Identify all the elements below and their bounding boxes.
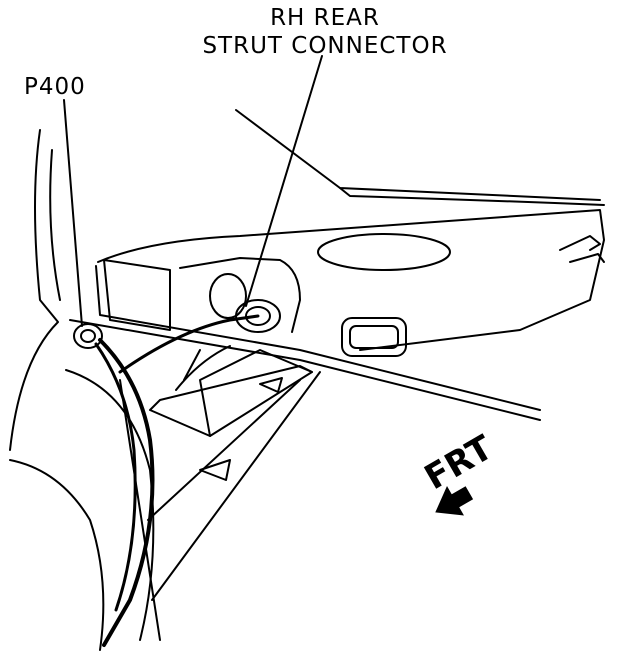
strut-mount-left <box>210 274 246 318</box>
deck-panel <box>98 210 604 350</box>
leader-line-p400 <box>64 100 82 326</box>
body-upper-panel <box>236 110 600 200</box>
strut-connector-callout: RH REAR STRUT CONNECTOR <box>180 4 470 60</box>
deck-lower-edge <box>70 320 540 420</box>
trim-flange <box>120 372 320 640</box>
oval-opening <box>318 234 450 270</box>
wheel-arch <box>66 370 153 640</box>
strut-connector-label-line2: STRUT CONNECTOR <box>202 33 448 59</box>
strut-tower <box>104 260 170 330</box>
lower-trim-panel <box>150 366 312 436</box>
leader-line-strut <box>246 56 322 306</box>
p400-label: P400 <box>24 74 86 100</box>
right-bracket <box>560 236 604 262</box>
front-arrow-icon <box>428 479 477 526</box>
rect-slot <box>342 318 406 356</box>
quarter-panel <box>10 130 58 450</box>
wiring-harness <box>100 340 153 645</box>
deck-front-edge <box>96 266 540 410</box>
body-top-edge <box>340 188 604 205</box>
p400-connector <box>74 324 102 348</box>
strut-connector-label-line1: RH REAR <box>270 5 380 31</box>
